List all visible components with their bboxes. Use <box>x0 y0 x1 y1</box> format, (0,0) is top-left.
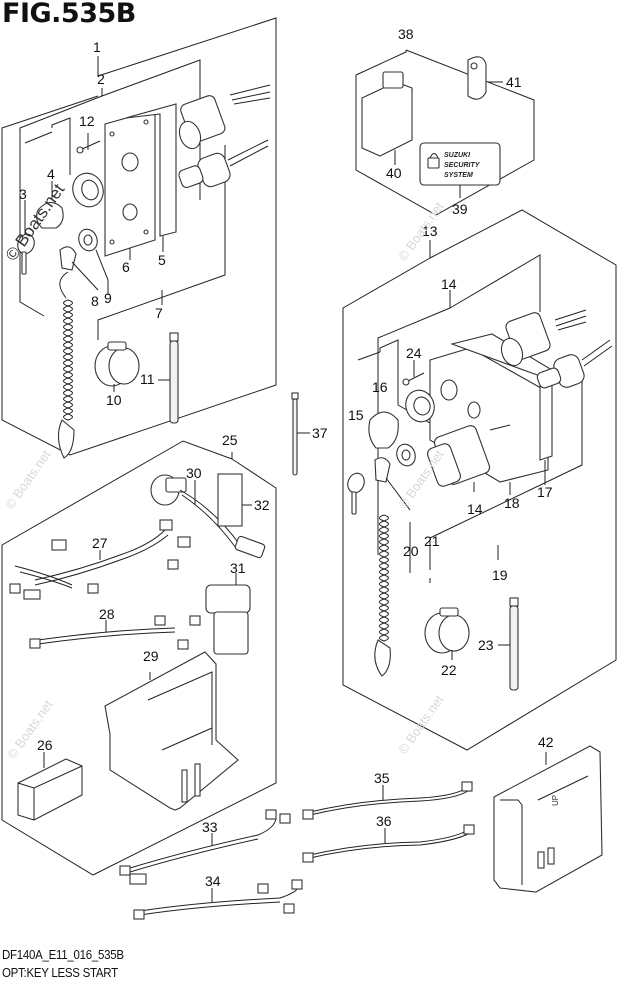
callout-24: 24 <box>406 345 422 361</box>
assembly-group-1 <box>1 17 277 459</box>
ignition-switch <box>178 84 271 189</box>
switch-upper-right <box>500 309 613 389</box>
bezel-nut <box>72 172 104 208</box>
group-2-bracket <box>19 88 103 317</box>
ecu-up-mark: UP <box>551 795 560 806</box>
callout-25: 25 <box>222 432 238 448</box>
watermark: © Boats.net <box>2 447 54 512</box>
callout-15: 15 <box>348 407 364 423</box>
harness-part-34 <box>133 879 303 920</box>
cap-part-10 <box>94 341 140 392</box>
watermark: © Boats.net <box>395 199 447 264</box>
callout-29: 29 <box>143 648 159 664</box>
nut-part-21 <box>396 443 416 467</box>
harness-part-27 <box>9 519 191 600</box>
callout-41: 41 <box>506 74 522 90</box>
callout-19: 19 <box>492 567 508 583</box>
screw-part-12 <box>76 133 101 154</box>
harness-part-33 <box>119 809 291 885</box>
bracket-part-29 <box>104 651 239 811</box>
lanyard-part-20 <box>374 457 411 677</box>
callout-2: 2 <box>97 71 105 87</box>
callout-11: 11 <box>140 371 155 387</box>
callout-23: 23 <box>478 637 494 653</box>
harness-part-36 <box>302 824 475 863</box>
callout-5: 5 <box>158 252 166 268</box>
card-part-32 <box>217 473 252 527</box>
cable-tie-part-23 <box>498 597 519 691</box>
callout-35: 35 <box>374 770 390 786</box>
callout-1: 1 <box>93 39 101 55</box>
callout-9: 9 <box>104 290 112 306</box>
callout-39: 39 <box>452 201 468 217</box>
callout-8: 8 <box>91 293 99 309</box>
callout-37: 37 <box>312 425 328 441</box>
callout-3: 3 <box>19 186 27 202</box>
harness-part-35 <box>302 781 473 820</box>
callout-42: 42 <box>538 734 554 750</box>
callout-10: 10 <box>106 392 122 408</box>
keycap-part-16 <box>368 411 399 449</box>
relay-part-31 <box>205 573 251 655</box>
ecu-part-42: UP <box>493 745 603 893</box>
module-part-40 <box>361 71 413 165</box>
callout-34: 34 <box>205 873 221 889</box>
key-part-3 <box>17 200 35 275</box>
assembly-group-13 <box>342 209 617 751</box>
figure-description: OPT:KEY LESS START <box>2 966 118 980</box>
security-label-part-39: SUZUKI SECURITY SYSTEM <box>419 142 501 198</box>
lanyard-part-8 <box>57 246 99 459</box>
callout-12: 12 <box>79 113 95 129</box>
cable-tie-part-11 <box>158 332 179 424</box>
callout-32: 32 <box>254 497 270 513</box>
callout-6: 6 <box>122 259 130 275</box>
label-line-3: SYSTEM <box>444 172 473 179</box>
keycap-part-4 <box>36 181 64 229</box>
callout-38: 38 <box>398 26 414 42</box>
group-4-bracket <box>51 117 71 175</box>
cable-tie-part-37 <box>291 392 310 476</box>
label-line-2: SECURITY <box>444 162 481 169</box>
callout-14a: 14 <box>441 276 457 292</box>
nut-part-9 <box>78 228 109 295</box>
model-code: DF140A_E11_016_535B <box>2 948 124 962</box>
callout-14b: 14 <box>467 501 483 517</box>
connector-part-30 <box>150 474 266 559</box>
coil-cord <box>63 299 73 421</box>
callout-20: 20 <box>403 543 419 559</box>
callout-27: 27 <box>92 535 108 551</box>
battery-box-part-26 <box>17 752 83 821</box>
callout-4: 4 <box>47 166 55 182</box>
callout-22: 22 <box>441 662 457 678</box>
assembly-group-38: SUZUKI SECURITY SYSTEM <box>355 49 535 216</box>
bezel-nut-right <box>405 389 435 423</box>
ignition-switch-part-14 <box>427 424 511 492</box>
callout-33: 33 <box>202 819 218 835</box>
callout-31: 31 <box>230 560 246 576</box>
key-part-15 <box>347 472 365 515</box>
callout-26: 26 <box>37 737 53 753</box>
callout-13: 13 <box>422 223 438 239</box>
assembly-group-25 <box>1 440 277 876</box>
callout-21: 21 <box>424 533 440 549</box>
callout-labels: 1 2 3 4 5 6 7 8 9 10 11 12 13 14 14 15 1… <box>19 26 554 889</box>
callout-40: 40 <box>386 165 402 181</box>
callout-36: 36 <box>376 813 392 829</box>
cap-part-22 <box>424 607 470 660</box>
label-line-1: SUZUKI <box>444 152 471 159</box>
screw-part-24 <box>402 360 425 386</box>
figure-title: FIG.535B <box>2 0 136 29</box>
remote-fob-part-41 <box>467 56 503 100</box>
callout-7: 7 <box>155 305 163 321</box>
watermark: © Boats.net <box>395 692 447 757</box>
callout-17: 17 <box>537 484 553 500</box>
harness-part-28 <box>29 615 201 650</box>
callout-28: 28 <box>99 606 115 622</box>
panel-plate-part-6 <box>104 103 177 260</box>
callout-18: 18 <box>504 495 520 511</box>
callout-30: 30 <box>186 465 202 481</box>
callout-16: 16 <box>372 379 388 395</box>
